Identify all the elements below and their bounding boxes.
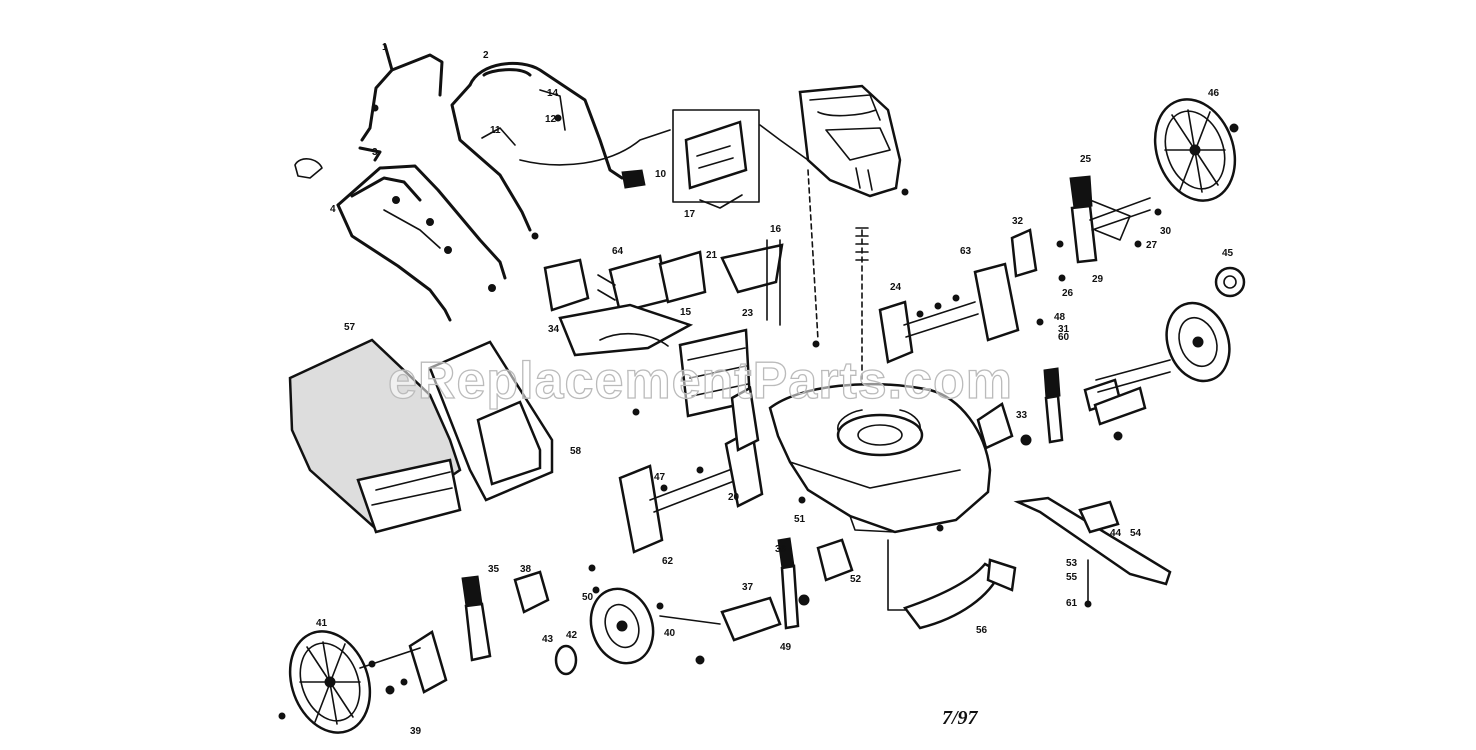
handle-part[interactable] [450, 61, 671, 240]
callout-64: 64 [612, 246, 624, 257]
callout-55: 55 [1066, 572, 1078, 583]
callout-54: 54 [1130, 528, 1142, 539]
wheel-rear-left[interactable] [277, 620, 384, 744]
callout-43: 43 [542, 634, 554, 645]
callout-60: 60 [1058, 332, 1070, 343]
callout-2: 2 [483, 50, 489, 61]
callout-3: 3 [372, 147, 378, 158]
wheel-front-right[interactable] [1156, 266, 1246, 390]
callout-12: 12 [545, 114, 557, 125]
callout-47: 47 [654, 472, 666, 483]
callout-39: 39 [410, 726, 422, 737]
callout-63: 63 [960, 246, 972, 257]
height-adjuster-front-left[interactable] [720, 537, 854, 642]
callout-labels: 1 2 3 4 10 11 12 14 15 16 17 20 21 23 24… [316, 42, 1234, 737]
right-axle-bracket[interactable] [878, 262, 1020, 364]
callout-62: 62 [662, 556, 674, 567]
callout-42: 42 [566, 630, 578, 641]
callout-32: 32 [1012, 216, 1024, 227]
callout-10: 10 [655, 169, 667, 180]
callout-41: 41 [316, 618, 328, 629]
callout-48: 48 [1054, 312, 1066, 323]
blade-part[interactable] [1013, 496, 1172, 608]
callout-45: 45 [1222, 248, 1234, 259]
callout-44: 44 [1110, 528, 1122, 539]
callout-35: 35 [488, 564, 500, 575]
bag-frame-part[interactable] [428, 340, 554, 502]
left-axle-bracket[interactable] [618, 386, 764, 554]
callout-4: 4 [330, 204, 336, 215]
lower-handle-part[interactable] [336, 164, 507, 322]
callout-51: 51 [794, 514, 806, 525]
watermark-text: eReplacementParts.com [388, 352, 1013, 410]
callout-58: 58 [570, 446, 582, 457]
callout-14: 14 [547, 88, 559, 99]
control-box-inset [672, 109, 809, 209]
mower-deck-part[interactable] [768, 383, 992, 534]
engine-part[interactable] [798, 84, 909, 198]
callout-20: 20 [728, 492, 740, 503]
grass-bag-part[interactable] [288, 338, 462, 534]
callout-53: 53 [1066, 558, 1078, 569]
callout-38: 38 [520, 564, 532, 575]
callout-40: 40 [664, 628, 676, 639]
callout-27: 27 [1146, 240, 1158, 251]
callout-46: 46 [1208, 88, 1220, 99]
callout-31: 31 [1058, 324, 1070, 335]
callout-11: 11 [490, 125, 501, 136]
center-shaft-guide [766, 169, 869, 401]
fasteners [278, 208, 1162, 720]
callout-29: 29 [1092, 274, 1104, 285]
callout-21: 21 [706, 250, 718, 261]
baffle-part[interactable] [887, 539, 1017, 630]
callout-33: 33 [1016, 410, 1028, 421]
callout-15: 15 [680, 307, 692, 318]
upper-handle-part[interactable] [294, 43, 444, 179]
wheel-front-left[interactable] [554, 580, 663, 676]
callout-57: 57 [344, 322, 356, 333]
callout-52: 52 [850, 574, 862, 585]
callout-25: 25 [1080, 154, 1092, 165]
callout-61: 61 [1066, 598, 1078, 609]
height-adjuster-front-right[interactable] [976, 367, 1147, 450]
date-code: 7/97 [942, 707, 979, 729]
callout-17: 17 [684, 209, 696, 220]
callout-56: 56 [976, 625, 988, 636]
callout-49: 49 [780, 642, 792, 653]
callout-26: 26 [1062, 288, 1074, 299]
callout-37: 37 [742, 582, 754, 593]
height-adjuster-rear-left[interactable] [408, 570, 550, 694]
height-adjuster-rear-right[interactable] [1010, 175, 1131, 278]
callout-24: 24 [890, 282, 902, 293]
callout-36: 36 [775, 544, 787, 555]
callout-23: 23 [742, 308, 754, 319]
callout-1: 1 [382, 42, 388, 53]
wheel-rear-right[interactable] [1142, 88, 1249, 212]
callout-34: 34 [548, 324, 560, 335]
callout-50: 50 [582, 592, 594, 603]
callout-30: 30 [1160, 226, 1172, 237]
callout-16: 16 [770, 224, 782, 235]
